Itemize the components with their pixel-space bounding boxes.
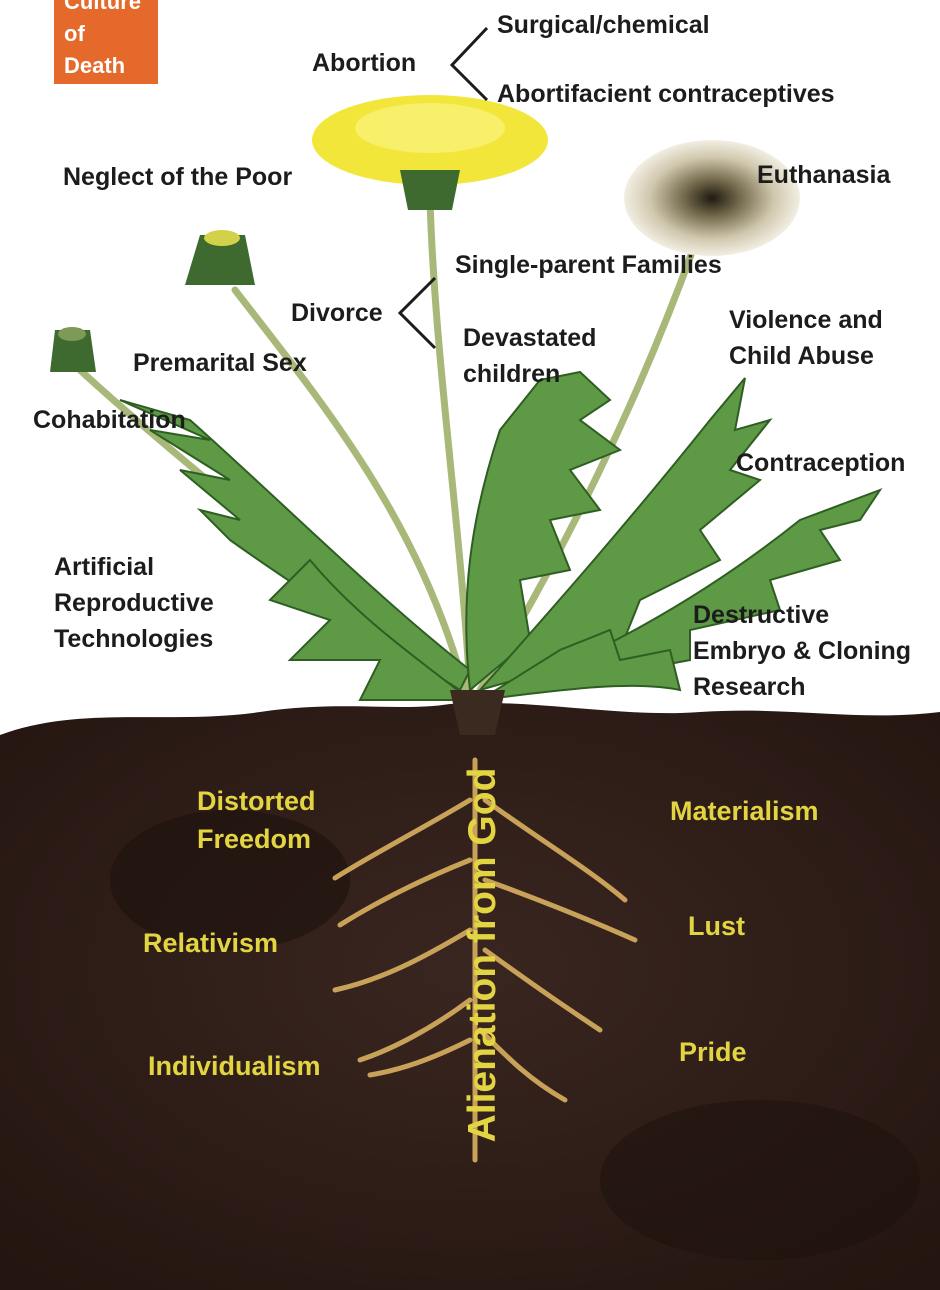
- label-contraception: Contraception: [736, 445, 905, 481]
- label-single-parent-families: Single-parent Families: [455, 247, 722, 283]
- bud-flower-small: [50, 327, 96, 372]
- root-label-materialism: Materialism: [670, 792, 819, 830]
- label-artificial-reproductive-technologies: Artificial Reproductive Technologies: [54, 549, 214, 657]
- label-destructive-embryo-cloning-research: Destructive Embryo & Cloning Research: [693, 597, 911, 705]
- label-neglect-of-the-poor: Neglect of the Poor: [63, 159, 292, 195]
- label-cohabitation: Cohabitation: [33, 402, 186, 438]
- label-divorce: Divorce: [291, 295, 383, 331]
- root-label-relativism: Relativism: [143, 924, 278, 962]
- label-abortion: Abortion: [312, 45, 416, 81]
- soil-dark-patch: [600, 1100, 920, 1260]
- bud-flower: [185, 230, 255, 285]
- root-label-lust: Lust: [688, 907, 745, 945]
- root-label-pride: Pride: [679, 1033, 747, 1071]
- yellow-flower: [312, 95, 548, 210]
- taproot-label: Alienation from God: [461, 768, 505, 1143]
- label-violence-child-abuse: Violence and Child Abuse: [729, 302, 883, 374]
- root-label-distorted-freedom: Distorted Freedom: [197, 782, 316, 858]
- label-surgical-chemical: Surgical/chemical: [497, 7, 710, 43]
- culture-of-death-badge: Culture of Death: [54, 0, 158, 84]
- label-abortifacient-contraceptives: Abortifacient contraceptives: [497, 76, 835, 112]
- label-euthanasia: Euthanasia: [757, 157, 890, 193]
- abortion-bracket: [452, 28, 487, 100]
- label-premarital-sex: Premarital Sex: [133, 345, 307, 381]
- label-devastated-children: Devastated children: [463, 320, 596, 392]
- divorce-bracket: [400, 278, 435, 348]
- root-label-individualism: Individualism: [148, 1047, 321, 1085]
- badge-text: Culture of Death: [64, 0, 141, 82]
